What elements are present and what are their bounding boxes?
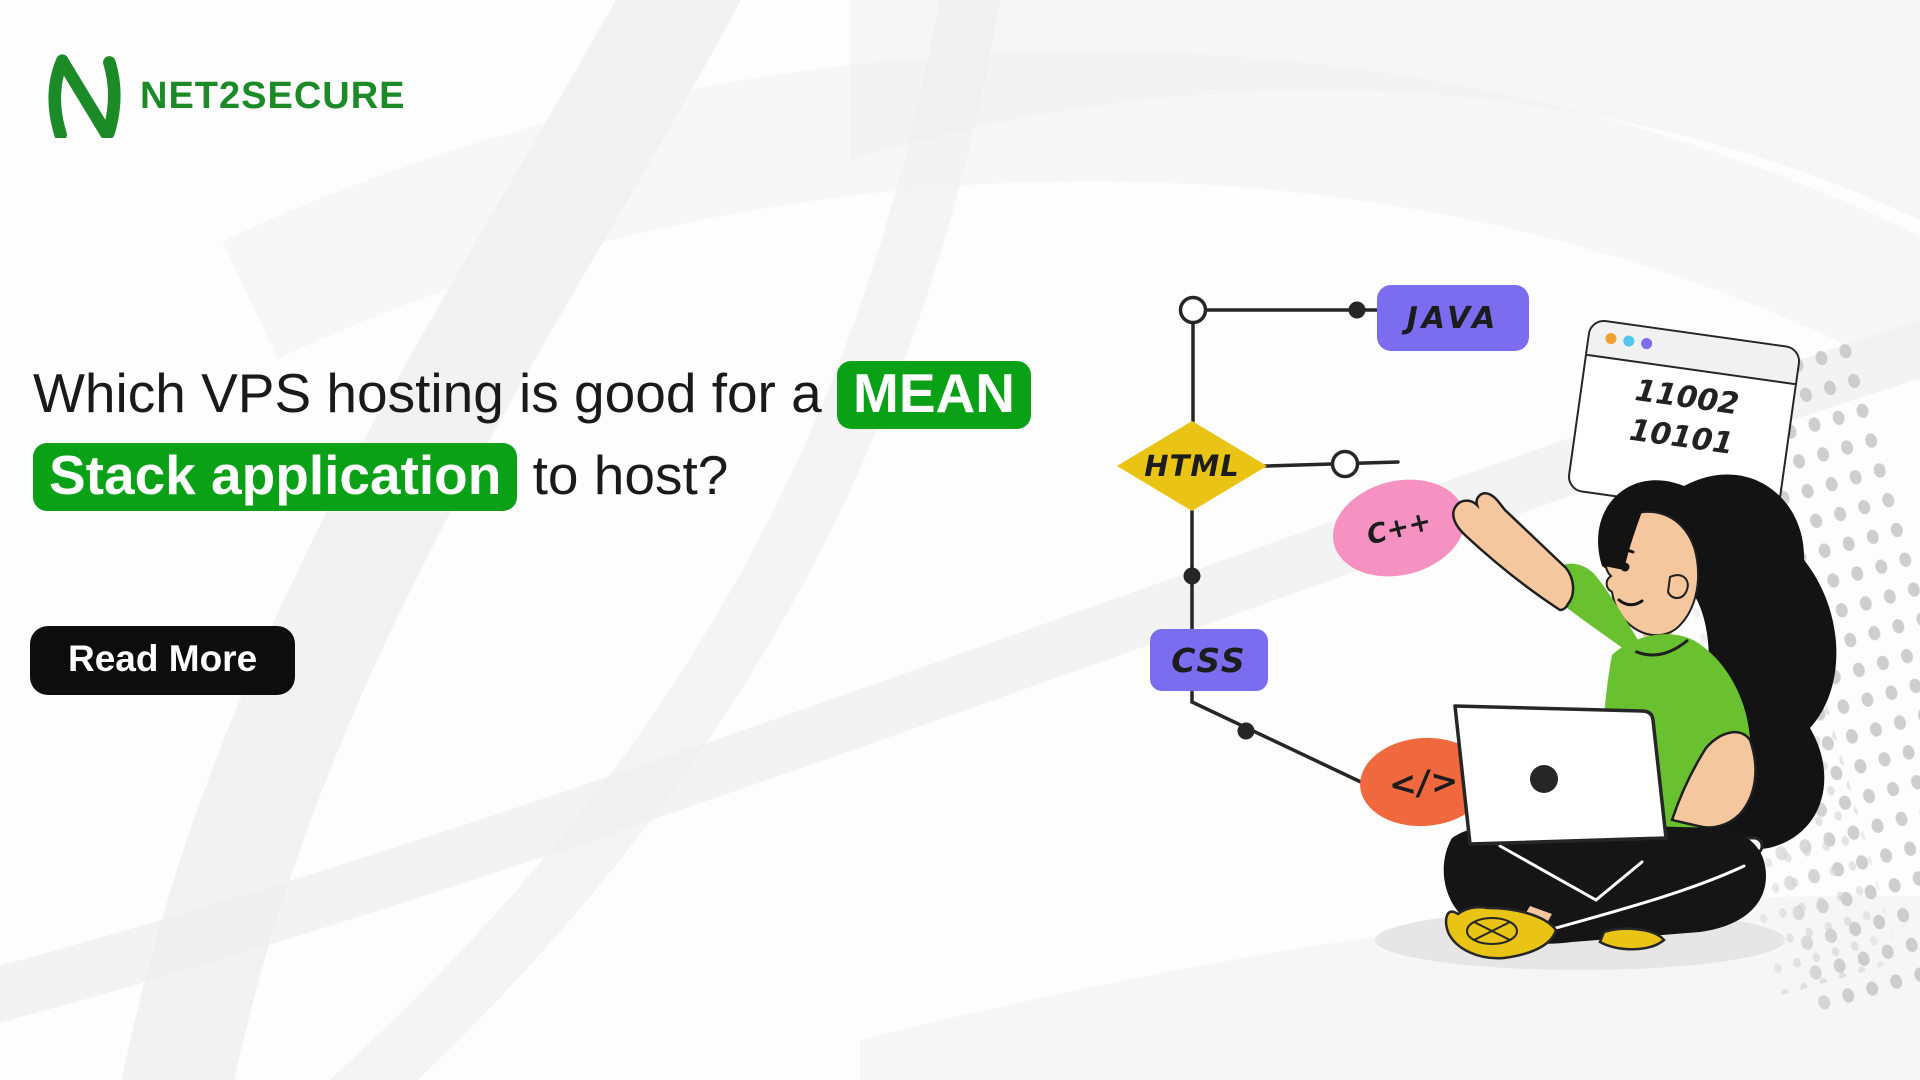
brand-name: NET2SECURE: [140, 74, 406, 117]
net2secure-n-icon: [48, 54, 121, 138]
css-label: CSS: [1171, 640, 1247, 680]
window-dot-purple-icon: [1640, 337, 1653, 350]
headline-text-2: to host?: [532, 444, 729, 506]
cpp-label: C++: [1363, 505, 1435, 551]
window-dot-orange-icon: [1604, 332, 1618, 345]
headline-line-1: Which VPS hosting is good for a MEAN: [33, 352, 1153, 434]
read-more-button[interactable]: Read More: [30, 626, 296, 695]
html-label: HTML: [1144, 449, 1240, 483]
headline-highlight-stack: Stack application: [33, 443, 518, 511]
brand-logo[interactable]: NET2SECURE: [46, 54, 406, 138]
code-tag-label: </>: [1387, 760, 1461, 804]
css-badge: CSS: [1150, 629, 1268, 691]
browser-window: 11002 10101: [1565, 317, 1803, 521]
java-badge: JAVA: [1377, 285, 1529, 351]
window-dot-cyan-icon: [1622, 334, 1636, 348]
headline-highlight-mean: MEAN: [837, 361, 1031, 429]
java-label: JAVA: [1406, 300, 1500, 336]
headline-line-2: Stack application to host?: [33, 434, 1153, 516]
headline-text-1: Which VPS hosting is good for a: [33, 362, 822, 424]
headline: Which VPS hosting is good for a MEAN Sta…: [33, 352, 1153, 516]
